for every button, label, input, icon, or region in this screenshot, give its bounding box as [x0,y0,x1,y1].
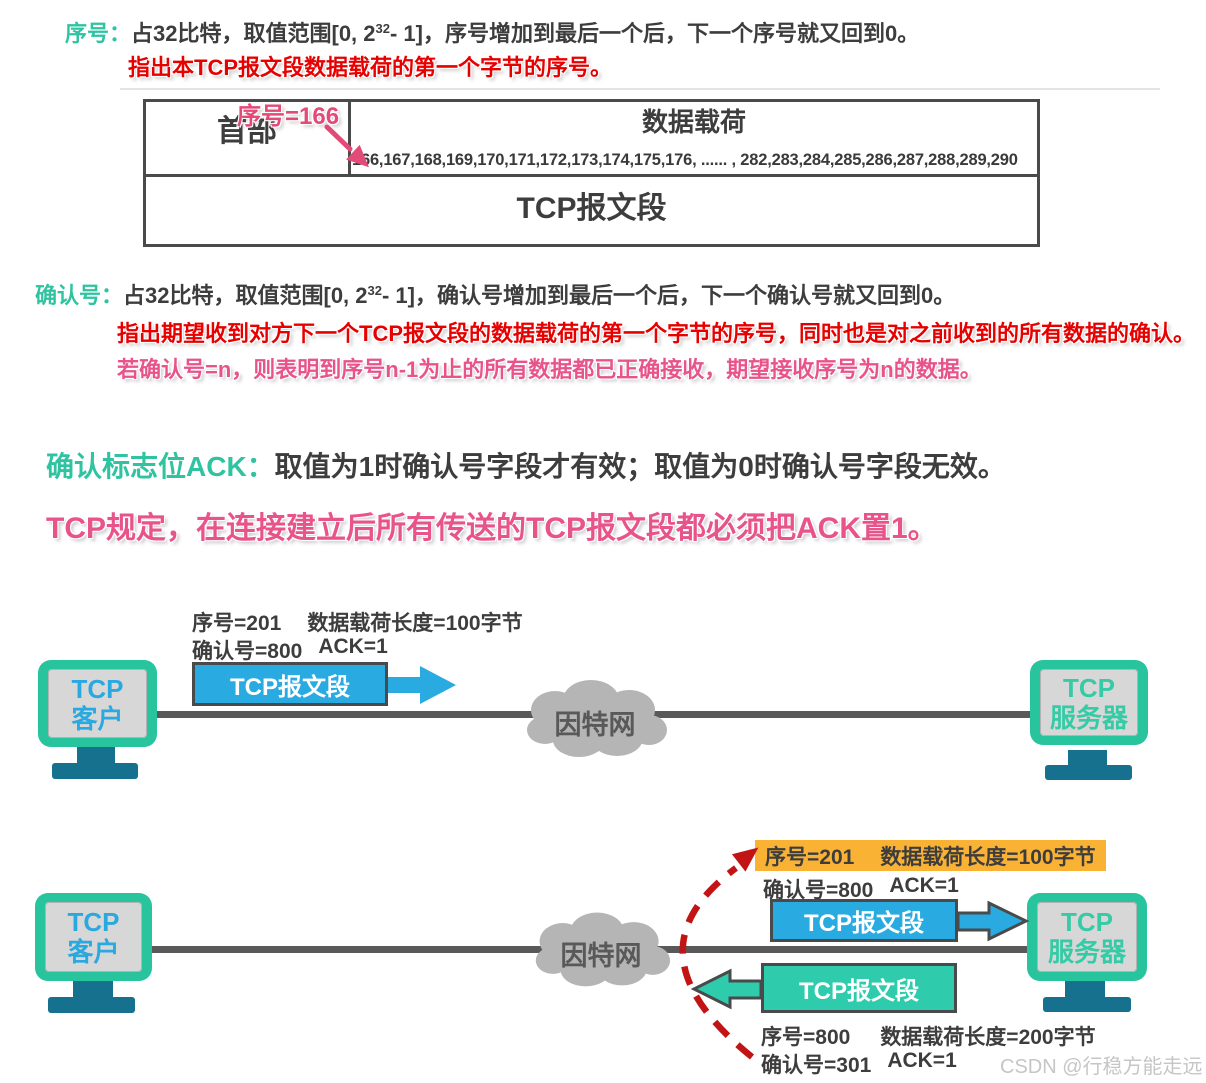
d1-segment-box: TCP报文段 [192,662,388,706]
cloud-icon [535,912,671,987]
d2-server-stand-neck [1065,981,1105,997]
ack-note-2: 若确认号=n，则表明到序号n-1为止的所有数据都已正确接收，期望接收序号为n的数… [117,357,982,382]
d2-server-computer: TCP 服务器 [1027,893,1147,981]
table-payload-title: 数据载荷 [641,107,746,137]
d2-server-label-line1: TCP [1061,907,1113,937]
d2-client-label-line1: TCP [67,907,120,937]
d2-reply-label-row-2: 确认号=301 ACK=1 [761,1049,957,1079]
d1-internet-label: 因特网 [554,710,636,740]
seq-pointer-label: 序号=166 [237,103,340,130]
d1-client-label-line1: TCP [71,673,124,704]
seq-term: 序号： [65,21,132,46]
table-header-cell: 首部 [217,115,277,148]
ack-flag-line: 确认标志位ACK：取值为1时确认号字段才有效；取值为0时确认号字段无效。 [46,450,1006,484]
d2-reply-arrow-icon [690,968,763,1010]
d2-client-label-line2: 客户 [67,937,120,967]
table-segment-label: TCP报文段 [516,192,667,225]
d2-reply-ackflag-label: ACK=1 [887,1049,957,1072]
ack-term: 确认号： [35,283,124,308]
watermark: CSDN @行稳方能走远 [1000,1056,1203,1078]
d1-ackflag-label: ACK=1 [318,635,388,658]
d1-server-screen: TCP 服务器 [1040,669,1138,736]
d1-server-computer: TCP 服务器 [1030,660,1148,745]
d2-server-stand-base [1043,997,1131,1012]
seq-definition-text: 占32比特，取值范围[0, 232- 1]，序号增加到最后一个后，下一个序号就又… [131,21,920,46]
d2-reply-segment-box: TCP报文段 [761,963,957,1013]
d2-sent-ackno-label: 确认号=800 [763,879,874,902]
d1-client-stand-neck [77,747,115,764]
d2-client-stand-neck [73,981,113,998]
d2-internet-label: 因特网 [560,941,642,971]
ack-note-1: 指出期望收到对方下一个TCP报文段的数据载荷的第一个字节的序号，同时也是对之前收… [117,321,1196,346]
d2-client-stand-base [48,997,135,1013]
d1-client-label-line2: 客户 [71,703,124,734]
d2-reply-payload-label: 数据载荷长度=200字节 [880,1026,1096,1049]
d1-label-row-2: 确认号=800 ACK=1 [192,635,388,665]
ack-definition-line: 确认号：占32比特，取值范围[0, 232- 1]，确认号增加到最后一个后，下一… [35,277,955,310]
d1-server-label-line1: TCP [1063,672,1115,703]
d1-server-label-line2: 服务器 [1049,702,1128,733]
tcp-segment-table [143,99,1040,247]
d1-client-stand-base [52,763,138,779]
d2-send-arrow-icon [956,900,1030,942]
d2-server-screen: TCP 服务器 [1037,902,1137,972]
d1-seq-label: 序号=201 [192,612,282,635]
seq-note: 指出本TCP报文段数据载荷的第一个字节的序号。 [128,55,613,80]
d1-server-stand-neck [1068,750,1107,765]
ack-flag-text: 取值为1时确认号字段才有效；取值为0时确认号字段无效。 [274,451,1006,482]
d1-ackno-label: 确认号=800 [192,640,303,663]
d2-server-label-line2: 服务器 [1047,937,1126,967]
d1-client-screen: TCP 客户 [48,669,147,738]
seq-exponent: 32 [375,21,390,36]
ack-flag-term: 确认标志位ACK： [46,451,275,482]
d2-sent-segment-box: TCP报文段 [770,899,958,942]
d2-sent-ackflag-label: ACK=1 [889,874,959,897]
d1-payload-label: 数据载荷长度=100字节 [307,612,523,635]
table-payload-numbers: 166,167,168,169,170,171,172,173,174,175,… [352,151,1018,169]
d2-red-dashed-arc [679,865,755,1060]
d2-reply-ackno-label: 确认号=301 [761,1054,872,1077]
ack-exponent: 32 [367,283,382,298]
d1-label-row-1: 序号=201 数据载荷长度=100字节 [192,607,523,637]
d2-highlight-box: 序号=201 数据载荷长度=100字节 [755,840,1106,871]
cloud-icon [527,680,667,757]
d2-sent-ack-row: 确认号=800 ACK=1 [763,874,959,904]
table-row-divider [146,174,1037,177]
d2-reply-seq-label: 序号=800 [761,1026,851,1049]
d1-client-computer: TCP 客户 [38,660,157,747]
d2-sent-seq-label: 序号=201 [765,845,855,869]
d1-send-arrow-icon [388,666,456,704]
d2-client-computer: TCP 客户 [35,893,152,981]
d1-internet-cloud [521,674,669,760]
seq-definition-line: 序号：占32比特，取值范围[0, 232- 1]，序号增加到最后一个后，下一个序… [65,15,919,48]
d1-server-stand-base [1045,765,1132,780]
ack-definition-text: 占32比特，取值范围[0, 232- 1]，确认号增加到最后一个后，下一个确认号… [123,283,956,308]
d2-client-screen: TCP 客户 [45,902,142,972]
d2-reply-label-row-1: 序号=800 数据载荷长度=200字节 [761,1021,1096,1051]
d2-internet-cloud [530,906,672,990]
ack-rule-line: TCP规定，在连接建立后所有传送的TCP报文段都必须把ACK置1。 [46,512,938,545]
d2-sent-payload-label: 数据载荷长度=100字节 [880,845,1096,869]
slide-divider-line [120,88,1160,90]
